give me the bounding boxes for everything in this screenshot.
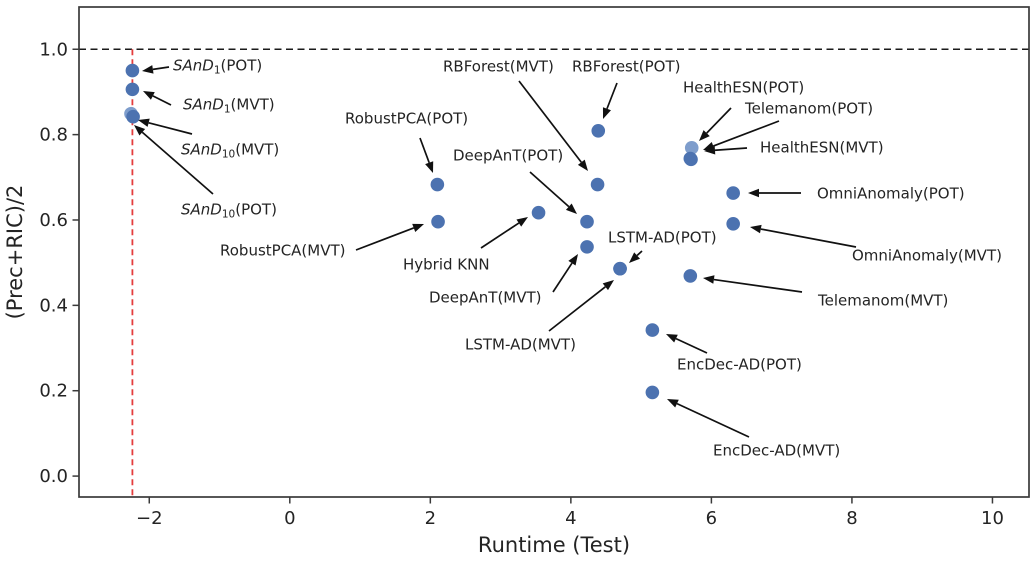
annotation-arrow-line [419, 137, 430, 163]
annotation-arrow-line [676, 402, 750, 438]
annotation-arrow-head [577, 159, 588, 171]
annotation-arrow-head [748, 188, 759, 198]
annotation-arrow-line [713, 278, 803, 293]
data-point [726, 186, 740, 200]
annotation-arrow-line [355, 227, 415, 251]
annotation-arrow-line [760, 228, 857, 248]
annotation-arrow-line [712, 120, 780, 147]
annotation-arrow-head [602, 280, 614, 291]
data-point [683, 269, 698, 283]
annotation-label: Telemanom(MVT) [817, 292, 948, 310]
annotation-label: SAnD10(MVT) [181, 141, 279, 161]
annotation-label: LSTM-AD(MVT) [465, 336, 576, 354]
annotation-arrow-line [714, 147, 748, 152]
data-point [684, 152, 698, 167]
annotation-arrow-line [152, 66, 170, 71]
x-tick-label: 8 [846, 508, 857, 529]
annotation-label: SAnD1(POT) [173, 57, 262, 77]
data-point [613, 261, 627, 276]
annotation-arrow-head [134, 125, 146, 136]
data-point [430, 177, 445, 192]
annotation-label: OmniAnomaly(POT) [817, 185, 965, 203]
annotation-arrow-line [518, 80, 582, 163]
annotation-label: EncDec-AD(POT) [677, 356, 802, 374]
annotation-arrow-head [704, 145, 716, 155]
annotation-arrow-head [516, 217, 528, 227]
annotation-label: LSTM-AD(POT) [608, 229, 717, 247]
y-tick-label: 0.6 [39, 210, 68, 231]
annotation-label: RBForest(POT) [572, 58, 680, 76]
annotation-arrow-line [552, 262, 573, 293]
annotation-label: Hybrid KNN [403, 256, 490, 274]
annotation-arrow-head [143, 91, 155, 100]
annotation-label: DeepAnT(POT) [453, 147, 563, 165]
annotation-arrow-head [667, 399, 679, 408]
annotation-arrow-head [565, 203, 577, 214]
plot-border [78, 6, 1030, 498]
annotation-arrow-line [148, 121, 193, 135]
annotation-label: HealthESN(POT) [683, 79, 804, 97]
annotation-label: HealthESN(MVT) [760, 139, 884, 157]
annotation-arrow-head [568, 254, 578, 266]
annotation-label: Telemanom(POT) [744, 100, 873, 118]
data-point [645, 385, 660, 400]
data-point [431, 214, 445, 229]
annotation-arrow-line [606, 82, 618, 110]
x-tick-label: 6 [706, 508, 717, 529]
annotation-arrow-head [425, 161, 434, 173]
annotation-label: RobustPCA(POT) [345, 110, 468, 128]
annotation-arrow-line [636, 250, 643, 257]
y-axis-label: (Prec+RIC)/2 [3, 185, 27, 320]
annotation-label: DeepAnT(MVT) [429, 289, 542, 307]
annotation-label: SAnD1(MVT) [183, 96, 275, 116]
annotation-label: EncDec-AD(MVT) [713, 442, 840, 460]
annotation-arrow-line [706, 107, 732, 134]
annotation-arrow-head [602, 107, 611, 119]
data-point [580, 240, 594, 254]
annotation-arrow-head [699, 130, 710, 141]
data-point [726, 217, 740, 231]
annotation-arrow-line [152, 95, 172, 106]
annotation-arrow-head [629, 252, 640, 263]
annotation-arrow-head [412, 223, 424, 232]
annotation-label: SAnD10(POT) [181, 201, 277, 221]
y-tick-label: 0.8 [39, 125, 68, 146]
y-tick-label: 0.0 [39, 466, 68, 487]
x-tick-label: −2 [136, 508, 163, 529]
annotation-arrow-head [750, 224, 762, 234]
x-tick-label: 10 [981, 508, 1004, 529]
annotation-arrow-line [480, 222, 520, 249]
annotation-label: OmniAnomaly(MVT) [852, 247, 1002, 265]
data-point [531, 205, 546, 220]
annotation-arrow-head [703, 275, 715, 284]
data-point [684, 141, 699, 155]
annotation-arrow-head [666, 334, 678, 343]
data-point [580, 214, 594, 229]
annotation-arrow-head [142, 65, 154, 74]
annotation-arrow-line [548, 286, 606, 332]
annotation-arrow-line [141, 131, 214, 195]
data-point [590, 177, 605, 192]
data-point [126, 109, 140, 124]
x-tick-label: 4 [565, 508, 576, 529]
annotation-arrow-line [675, 337, 708, 354]
x-axis-label: Runtime (Test) [478, 533, 630, 557]
y-tick-label: 0.2 [39, 381, 68, 402]
annotation-arrow-head [138, 118, 150, 127]
data-point [125, 63, 140, 78]
annotation-arrow-line [529, 171, 570, 208]
y-tick-label: 1.0 [39, 39, 68, 60]
x-tick-label: 0 [284, 508, 295, 529]
data-point [645, 323, 660, 337]
annotation-label: RobustPCA(MVT) [220, 242, 346, 260]
annotation-label: RBForest(MVT) [443, 58, 554, 76]
y-tick-label: 0.4 [39, 295, 68, 316]
data-point [125, 82, 140, 97]
x-tick-label: 2 [425, 508, 436, 529]
data-point [591, 123, 606, 138]
